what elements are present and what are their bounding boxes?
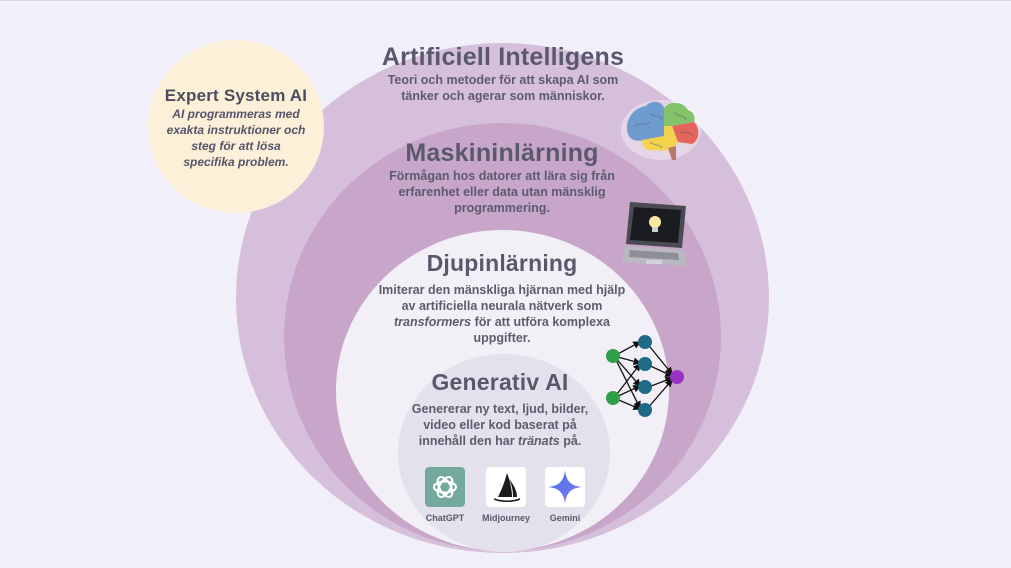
genai-block: Generativ AI Genererar ny text, ljud, bi… <box>400 368 600 449</box>
app-gemini: Gemini <box>535 467 595 523</box>
app-label: Midjourney <box>481 513 530 523</box>
top-divider <box>0 0 1011 1</box>
expert-desc-line: specifika problem. <box>183 155 289 169</box>
genai-description: Genererar ny text, ljud, bilder, video e… <box>400 401 600 449</box>
ml-desc-line: Förmågan hos datorer att lära sig från <box>389 169 615 183</box>
dl-description: Imiterar den mänskliga hjärnan med hjälp… <box>368 282 636 346</box>
ai-desc-line: tänker och agerar som människor. <box>401 89 605 103</box>
expert-desc-line: AI programmeras med <box>172 107 300 121</box>
app-label: Gemini <box>549 513 581 523</box>
ai-title: Artificiell Intelligens <box>381 43 625 71</box>
genai-circle <box>398 354 610 552</box>
ml-title: Maskininlärning <box>405 139 599 167</box>
brain-icon <box>621 100 701 160</box>
dl-block: Djupinlärning Imiterar den mänskliga hjä… <box>368 249 636 346</box>
ai-description: Teori och metoder för att skapa AI som t… <box>340 72 666 104</box>
dl-desc-line: Imiterar den mänskliga hjärnan med hjälp <box>378 283 626 297</box>
gemini-logo-icon <box>545 467 585 507</box>
genai-desc-line: innehåll den har tränats på. <box>400 433 600 449</box>
ml-description: Förmågan hos datorer att lära sig från e… <box>360 168 644 216</box>
ml-desc-line: programmering. <box>454 201 550 215</box>
ml-block: Maskininlärning Förmågan hos datorer att… <box>360 138 644 216</box>
chatgpt-logo-icon <box>425 467 465 507</box>
dl-desc-emphasis: transformers <box>393 315 472 329</box>
dl-title: Djupinlärning <box>426 250 578 276</box>
expert-desc-line: exakta instruktioner och <box>166 123 306 137</box>
app-label: ChatGPT <box>425 513 465 523</box>
dl-desc-text: för att utföra komplexa <box>471 315 611 329</box>
dl-desc-line: av artificiella neurala nätverk som <box>401 299 603 313</box>
expert-system-block: Expert System AI AI programmeras med exa… <box>152 86 320 170</box>
genai-title: Generativ AI <box>431 369 569 395</box>
genai-desc-emphasis: tränats <box>518 434 560 448</box>
neural-network-icon <box>606 335 684 417</box>
genai-desc-text: innehåll den har <box>418 434 519 448</box>
expert-system-title: Expert System AI <box>164 86 308 105</box>
expert-system-description: AI programmeras med exakta instruktioner… <box>152 106 320 170</box>
expert-desc-line: steg för att lösa <box>191 139 281 153</box>
expert-system-circle <box>148 40 324 213</box>
laptop-lightbulb-icon <box>622 202 686 266</box>
genai-desc-text: på. <box>559 434 582 448</box>
dl-desc-line: uppgifter. <box>473 331 531 345</box>
app-chatgpt: ChatGPT <box>415 467 475 523</box>
genai-desc-line: Genererar ny text, ljud, bilder, <box>411 402 589 416</box>
ml-desc-line: erfarenhet eller data utan mänsklig <box>398 185 606 199</box>
dl-desc-line: transformers för att utföra komplexa <box>368 314 636 330</box>
app-midjourney: Midjourney <box>476 467 536 523</box>
genai-desc-line: video eller kod baserat på <box>423 418 577 432</box>
ai-block: Artificiell Intelligens Teori och metode… <box>340 42 666 104</box>
midjourney-logo-icon <box>486 467 526 507</box>
ai-desc-line: Teori och metoder för att skapa AI som <box>387 73 619 87</box>
